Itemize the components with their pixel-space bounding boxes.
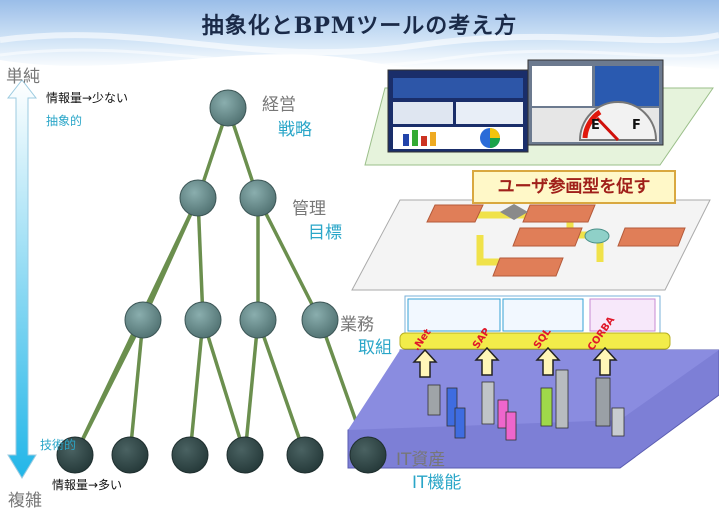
level-label-control: 管理 [292, 199, 326, 219]
level-sub-it-functions: IT機能 [412, 473, 462, 493]
level-sub-initiatives: 取組 [358, 338, 392, 358]
axis-top-note2: 抽象的 [46, 114, 83, 128]
level-label-management: 経営 [262, 95, 296, 115]
axis-bottom-label: 複雑 [8, 491, 42, 511]
gauge-e-label: E [591, 118, 600, 133]
gauge-f-label: F [632, 118, 641, 133]
page-title: 抽象化とBPMツールの考え方 [201, 13, 518, 39]
level-label-it-assets: IT資産 [396, 450, 446, 470]
user-participation-callout: ユーザ参画型を促す [472, 170, 676, 204]
level-sub-strategy: 戦略 [278, 120, 312, 140]
level-label-operations: 業務 [340, 315, 374, 335]
axis-top-note: 情報量→少ない [46, 91, 129, 105]
axis-bottom-note2: 技術的 [40, 438, 77, 452]
axis-bottom-note: 情報量→多い [52, 478, 123, 492]
axis-top-label: 単純 [6, 67, 40, 87]
level-sub-goal: 目標 [308, 223, 342, 243]
